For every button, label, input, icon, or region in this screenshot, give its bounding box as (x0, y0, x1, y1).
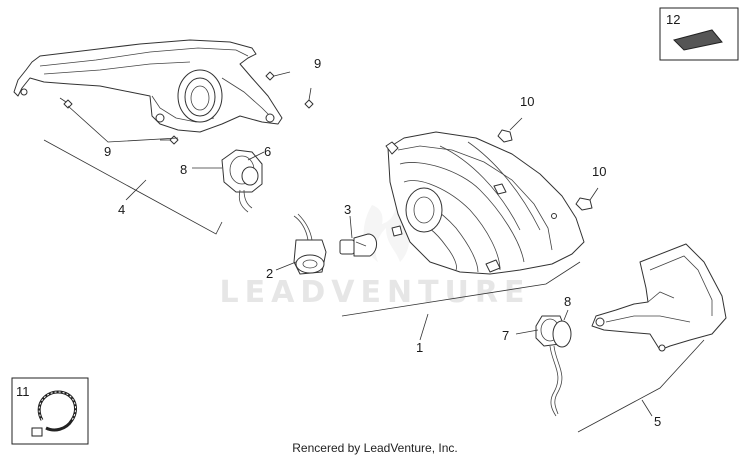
callout-9-bottom: 9 (104, 144, 111, 159)
part-6-lamp-socket (221, 149, 263, 213)
callout-labels: 1 2 3 4 5 6 7 8 8 9 9 10 10 11 12 (16, 12, 680, 429)
screw (265, 71, 291, 81)
part-10-screws (497, 117, 599, 211)
part-7-lamp-socket (535, 315, 572, 417)
screw (575, 187, 599, 211)
clamp-icon (31, 390, 77, 437)
callout-11: 11 (16, 384, 30, 399)
callout-4: 4 (118, 202, 125, 217)
watermark-text: LEADVENTURE (220, 275, 531, 310)
callout-6: 6 (264, 144, 271, 159)
screw (160, 135, 179, 145)
callout-10-right: 10 (592, 164, 606, 179)
part-2-bulb-socket (293, 213, 327, 275)
screw (304, 87, 314, 109)
screw (59, 97, 73, 109)
adhesive-pad-icon (673, 29, 723, 51)
callout-8-left: 8 (180, 162, 187, 177)
part-12-inset (659, 7, 739, 61)
footer-credit: Rencered by LeadVenture, Inc. (292, 441, 457, 455)
callout-10-top: 10 (520, 94, 534, 109)
part-3-bulb (339, 233, 377, 257)
part-4-rear-housing (13, 39, 283, 133)
callout-2: 2 (266, 266, 273, 281)
leader-lines (43, 105, 705, 433)
callout-9-top: 9 (314, 56, 321, 71)
callout-8-right: 8 (564, 294, 571, 309)
callout-7: 7 (502, 328, 509, 343)
callout-3: 3 (344, 202, 351, 217)
part-5-bracket (591, 243, 727, 352)
part-1-headlight (385, 131, 585, 275)
part-11-inset (11, 377, 89, 445)
callout-5: 5 (654, 414, 661, 429)
callout-12: 12 (666, 12, 680, 27)
callout-1: 1 (416, 340, 423, 355)
screw (497, 117, 523, 143)
part-9-screws (59, 71, 314, 145)
